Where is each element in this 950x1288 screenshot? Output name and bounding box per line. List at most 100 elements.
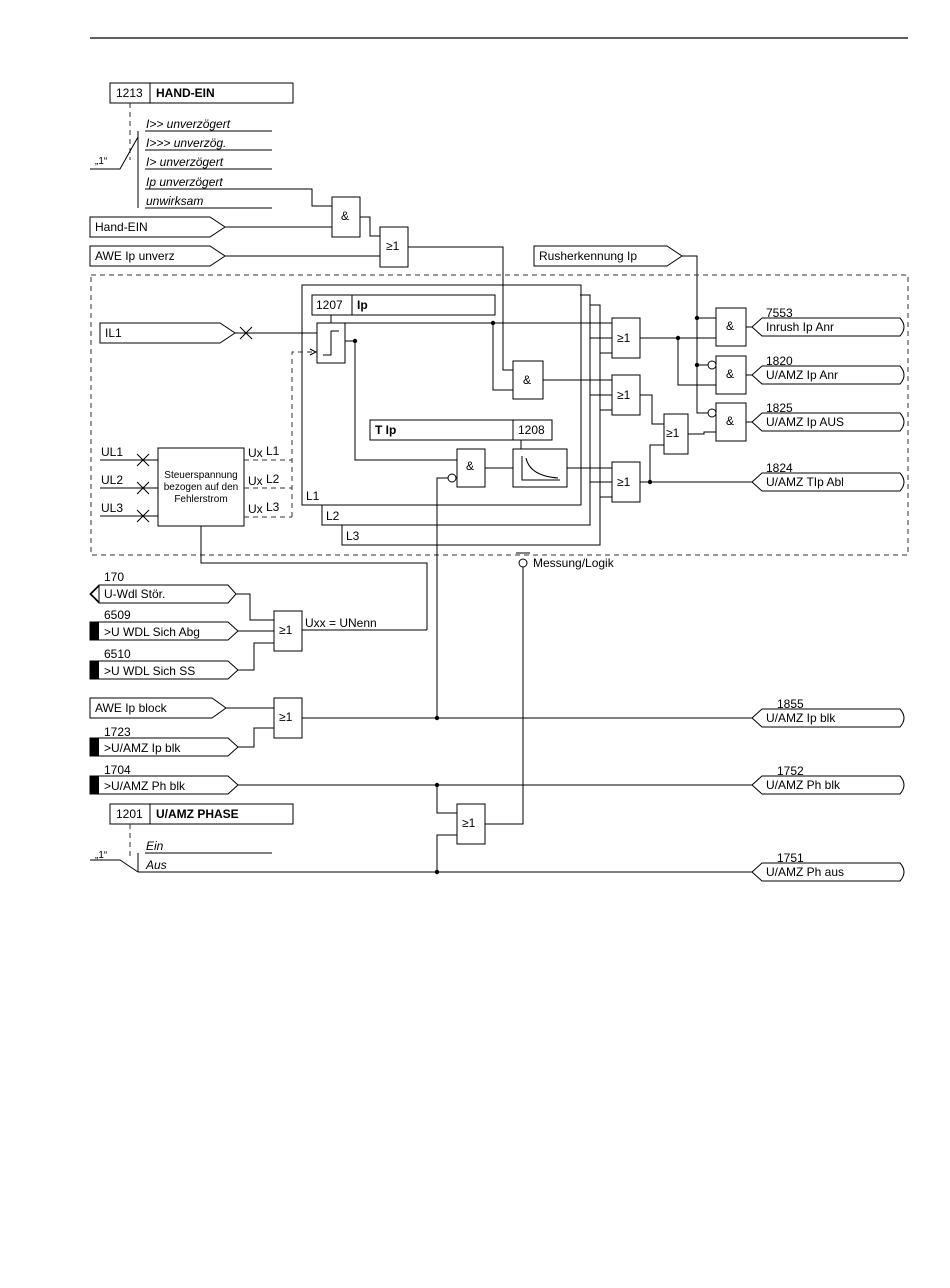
param-1213-hand-ein: 1213 HAND-EIN	[109, 82, 294, 104]
ux-phase: L3	[266, 500, 280, 514]
output-number: 1820	[766, 354, 793, 368]
input-number: 1723	[104, 725, 131, 739]
binary-input-1704: 1704 >U/AMZ Ph blk	[89, 763, 239, 795]
messung-logik-label: Messung/Logik	[533, 556, 615, 570]
param-name: Ip	[357, 298, 368, 312]
ux-label: Ux	[248, 502, 263, 516]
block-text: Steuerspannung	[164, 470, 237, 481]
gate-symbol: &	[523, 373, 531, 387]
cross-marker	[239, 326, 253, 340]
input-number: 170	[104, 570, 124, 584]
option: Aus	[145, 858, 167, 872]
function-area	[90, 274, 909, 556]
output-1820: 1820 U/AMZ Ip Anr	[751, 354, 905, 385]
and-gate-ip-anr: &	[715, 355, 747, 395]
or-gate-phase: ≥1	[456, 803, 486, 845]
or-gate-combined: ≥1	[663, 413, 689, 455]
input-label: AWE Ip unverz	[95, 249, 175, 263]
param-name: U/AMZ PHASE	[156, 807, 239, 821]
output-number: 1752	[777, 764, 804, 778]
input-rusherkennung: Rusherkennung Ip	[533, 245, 683, 267]
phase-label: L3	[346, 529, 360, 543]
and-gate-ip-hand: &	[512, 360, 544, 400]
param-number: 1201	[116, 807, 143, 821]
input-label: AWE Ip block	[95, 701, 168, 715]
output-number: 1824	[766, 461, 793, 475]
param-1208-t-ip: T Ip 1208	[369, 419, 553, 441]
param-name: T Ip	[375, 423, 396, 437]
output-label: U/AMZ Ip AUS	[766, 415, 844, 429]
and-gate-timer: &	[456, 448, 486, 488]
hand-ein-options: I>> unverzögert I>>> unverzög. I> unverz…	[145, 117, 272, 209]
gate-symbol: &	[726, 414, 734, 428]
output-number: 1825	[766, 401, 793, 415]
output-label: U/AMZ TIp Abl	[766, 475, 844, 489]
control-voltage-block: Steuerspannung bezogen auf den Fehlerstr…	[157, 444, 280, 527]
param-number: 1213	[116, 86, 143, 100]
output-number: 1855	[777, 697, 804, 711]
input-label: U-Wdl Stör.	[104, 587, 165, 601]
switch-default-label: „1“	[95, 850, 107, 861]
option: Ip unverzögert	[146, 175, 223, 189]
and-gate-hand-ein: &	[331, 196, 361, 238]
option: unwirksam	[146, 194, 203, 208]
input-il1: IL1	[99, 322, 236, 344]
param-1201-uamz-phase: 1201 U/AMZ PHASE	[109, 803, 294, 825]
param-name: HAND-EIN	[156, 86, 215, 100]
or-gate-ip-blk: ≥1	[273, 697, 303, 739]
binary-input-6510: 6510 >U WDL Sich SS	[89, 647, 239, 680]
binary-input-1723: 1723 >U/AMZ Ip blk	[89, 725, 239, 757]
ux-phase: L1	[266, 444, 280, 458]
input-awe-ip-block: AWE Ip block	[89, 697, 227, 719]
input-label: UL3	[101, 501, 123, 515]
input-hand-ein: Hand-EIN	[89, 216, 226, 238]
param-number: 1207	[316, 298, 343, 312]
phase-label: L2	[326, 509, 340, 523]
switch-default-label: „1“	[95, 156, 107, 167]
output-1855: 1855 U/AMZ Ip blk	[751, 697, 905, 728]
gate-symbol: ≥1	[462, 816, 476, 830]
option: Ein	[146, 839, 164, 853]
and-gate-ip-aus: &	[715, 402, 747, 442]
gate-symbol: &	[726, 319, 734, 333]
input-label: >U WDL Sich Abg	[104, 625, 200, 639]
gate-symbol: &	[466, 459, 474, 473]
phase-frames: L1 L2 L3	[301, 284, 601, 546]
input-label: UL2	[101, 473, 123, 487]
block-text: Fehlerstrom	[174, 494, 227, 505]
input-number: 6510	[104, 647, 131, 661]
input-ul2: UL2	[100, 473, 158, 495]
output-number: 7553	[766, 306, 793, 320]
and-gate-inrush: &	[715, 307, 747, 347]
output-1824: 1824 U/AMZ TIp Abl	[751, 461, 905, 492]
output-number: 1751	[777, 851, 804, 865]
or-gate-awe: ≥1	[379, 226, 409, 268]
or-gate-anr: ≥1	[611, 317, 641, 359]
uxx-label: Uxx = UNenn	[305, 616, 377, 630]
gate-symbol: &	[341, 209, 349, 223]
option: I>> unverzögert	[146, 117, 231, 131]
input-ul1: UL1	[100, 445, 158, 467]
ux-label: Ux	[248, 474, 263, 488]
binary-input-170: 170 U-Wdl Stör.	[89, 570, 237, 604]
param-number: 1208	[518, 423, 545, 437]
gate-symbol: ≥1	[386, 239, 400, 253]
gate-symbol: ≥1	[666, 426, 680, 440]
output-7553: 7553 Inrush Ip Anr	[751, 306, 905, 337]
param-1207-ip: 1207 Ip	[311, 294, 496, 316]
ux-label: Ux	[248, 446, 263, 460]
or-gate-uwdl: ≥1	[273, 610, 303, 652]
option: I>>> unverzög.	[146, 136, 226, 150]
gate-symbol: ≥1	[279, 623, 293, 637]
phase-label: L1	[306, 489, 320, 503]
gate-symbol: ≥1	[617, 475, 631, 489]
binary-input-6509: 6509 >U WDL Sich Abg	[89, 608, 239, 641]
input-number: 6509	[104, 608, 131, 622]
selector-switch	[90, 136, 139, 170]
threshold-block	[316, 322, 346, 364]
output-label: U/AMZ Ip Anr	[766, 368, 838, 382]
inverse-time-block	[512, 448, 568, 488]
input-label: Hand-EIN	[95, 220, 148, 234]
option: I> unverzögert	[146, 155, 224, 169]
